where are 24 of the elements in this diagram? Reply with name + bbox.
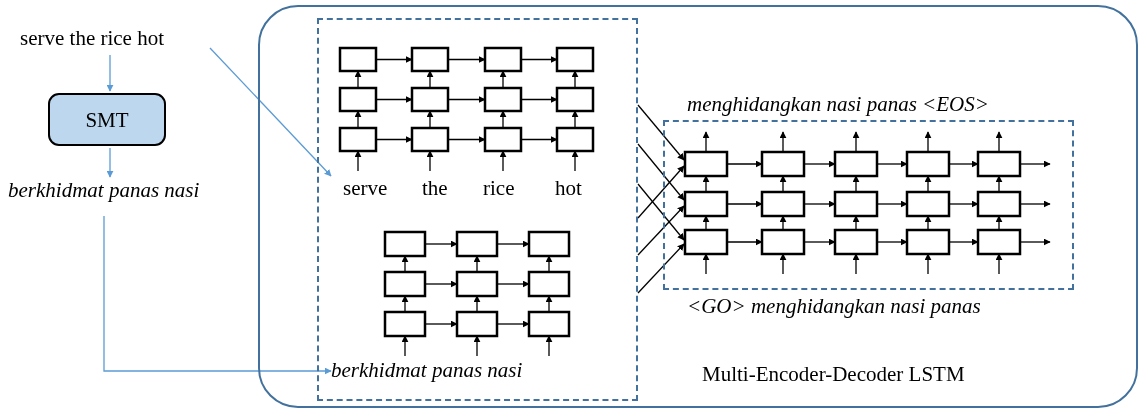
arrow	[637, 243, 685, 294]
word-label: serve	[343, 176, 388, 200]
encoder-box	[317, 18, 638, 401]
sentence-label: berkhidmat panas nasi	[331, 358, 523, 382]
arrow	[209, 47, 332, 177]
smt-box	[48, 93, 166, 146]
model-container	[258, 5, 1138, 408]
sentence-label: menghidangkan nasi panas <EOS>	[687, 92, 989, 116]
box-label: SMT	[84, 108, 130, 132]
arrow	[106, 54, 114, 92]
sentence-label: berkhidmat panas nasi	[8, 178, 200, 202]
arrow	[106, 147, 114, 178]
arrow	[103, 215, 332, 375]
word-label: hot	[555, 176, 582, 200]
arrow	[637, 183, 685, 241]
arrow	[637, 165, 685, 219]
word-label: rice	[483, 176, 515, 200]
arrow	[637, 104, 685, 161]
arrow	[637, 143, 685, 201]
sentence-label: serve the rice hot	[20, 26, 165, 50]
word-label: the	[422, 176, 448, 200]
title-label: Multi-Encoder-Decoder LSTM	[702, 362, 965, 386]
sentence-label: <GO> menghidangkan nasi panas	[687, 294, 981, 318]
arrow	[637, 205, 685, 256]
